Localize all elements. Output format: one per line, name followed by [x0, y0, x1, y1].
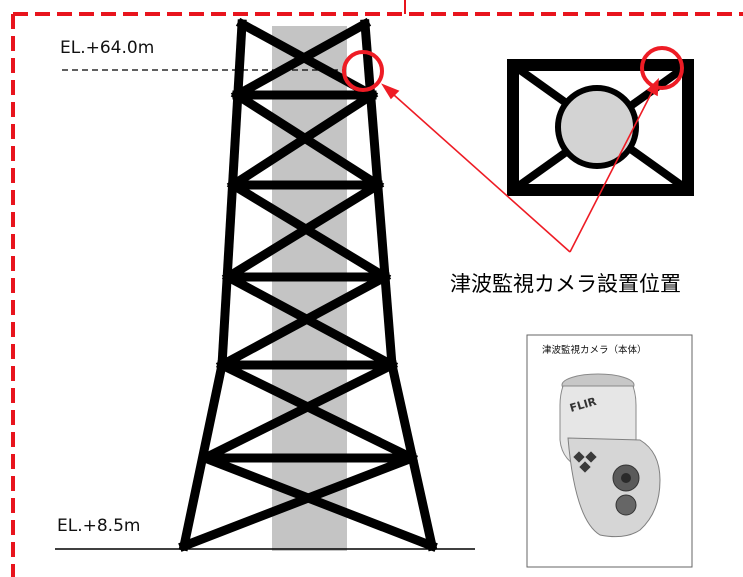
plan-view-camera-body: [555, 85, 639, 169]
plan-view-position-marker: [640, 46, 684, 90]
bottom-elevation-label: EL.+8.5m: [57, 516, 140, 536]
callout-arrows: [381, 77, 659, 253]
plan-view-detail: [507, 59, 694, 196]
camera-lens-small: [615, 494, 637, 516]
boundary-dashed-line: [11, 12, 743, 577]
camera-photo: 津波監視カメラ（本体） FLIR: [526, 334, 693, 568]
camera-position-marker: [342, 50, 384, 92]
photo-caption: 津波監視カメラ（本体）: [542, 344, 647, 356]
column-band: [272, 26, 347, 551]
camera-head: [567, 437, 661, 538]
brand-diamond-icon: [573, 451, 597, 473]
top-elevation-label: EL.+64.0m: [60, 38, 154, 58]
callout-label: 津波監視カメラ設置位置: [450, 272, 681, 296]
camera-lens-large-glass: [621, 473, 631, 483]
